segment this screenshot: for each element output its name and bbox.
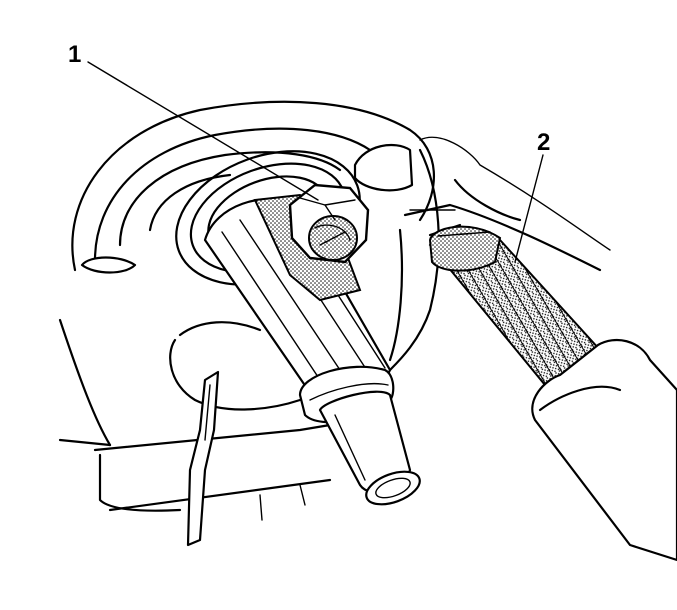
callout-2: 2 bbox=[537, 129, 550, 156]
strap-tool bbox=[186, 370, 220, 547]
callout-1: 1 bbox=[68, 41, 81, 68]
bolt-part-2 bbox=[428, 225, 677, 562]
leader-lines bbox=[87, 61, 544, 263]
nut-part-1 bbox=[253, 183, 370, 302]
